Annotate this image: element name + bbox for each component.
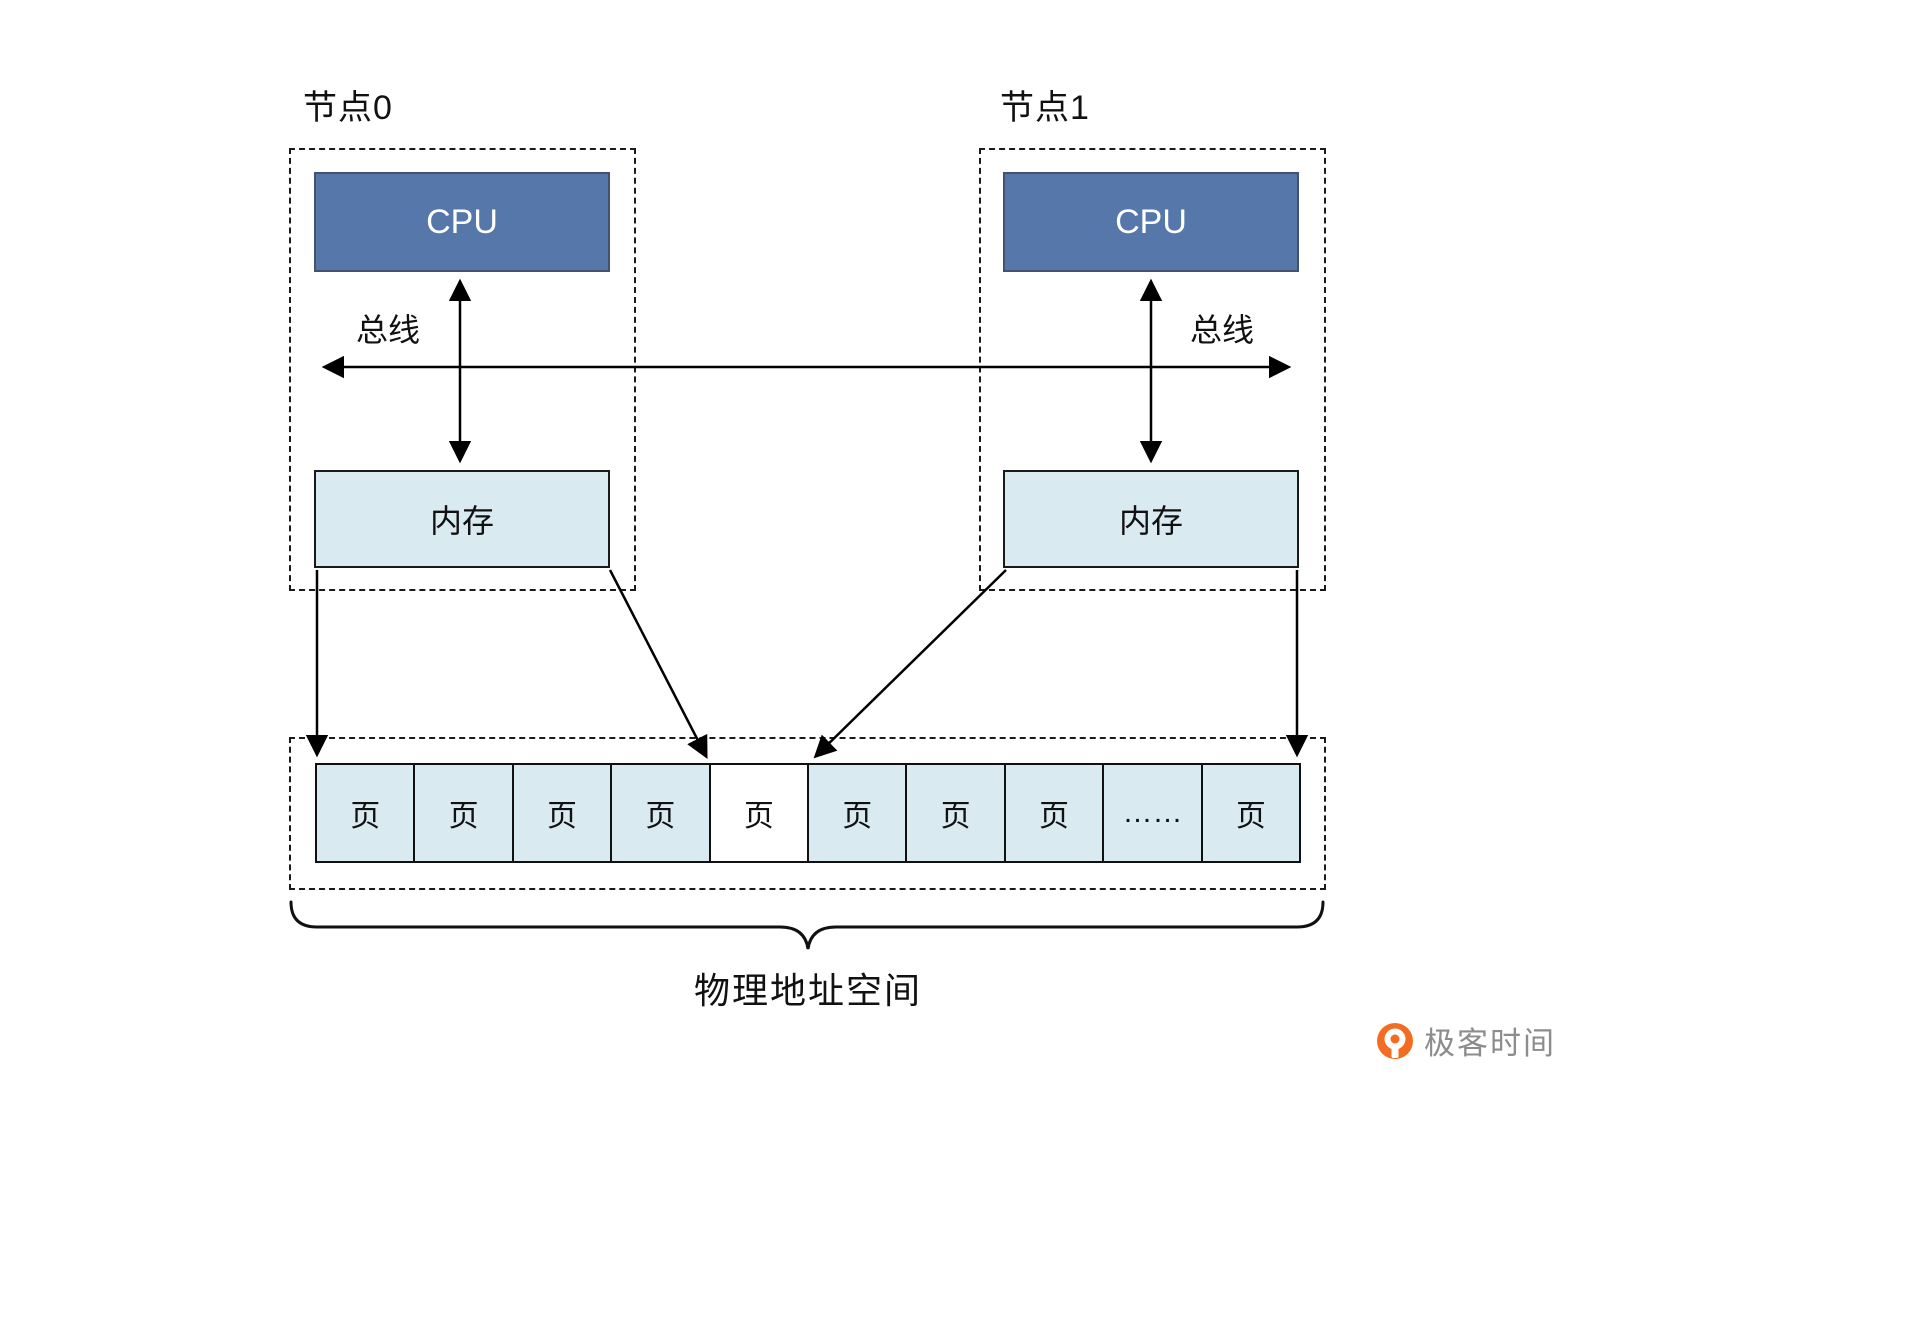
brand-watermark: 极客时间 xyxy=(1376,1018,1556,1063)
physical-memory-boundary xyxy=(289,737,1326,890)
node1-label: 节点1 xyxy=(1000,89,1090,127)
node1-memory-box: 内存 xyxy=(1003,470,1299,568)
node0-memory-right-arrow xyxy=(608,569,708,759)
page-cell: 页 xyxy=(610,763,711,863)
page-cell: 页 xyxy=(511,763,613,863)
node0-bus-label: 总线 xyxy=(356,312,421,348)
page-cell: 页 xyxy=(1003,763,1105,863)
page-cell: 页 xyxy=(1200,763,1302,863)
physical-memory-pages-row: 页 页 页 页 页 页 页 页 …… 页 xyxy=(315,763,1302,863)
physical-address-space-caption: 物理地址空间 xyxy=(693,970,922,1011)
node1-bus-label: 总线 xyxy=(1190,312,1255,348)
geektime-logo-icon xyxy=(1377,1022,1413,1059)
page-cell: 页 xyxy=(807,763,908,863)
node1-memory-left-arrow xyxy=(813,569,1007,759)
page-cell: 页 xyxy=(413,763,514,863)
page-cell: 页 xyxy=(315,763,416,863)
node0-memory-box: 内存 xyxy=(314,470,610,568)
node0-cpu-box: CPU xyxy=(314,172,610,272)
page-cell-free: 页 xyxy=(708,763,810,863)
brand-name: 极客时间 xyxy=(1424,1026,1556,1061)
page-cell-ellipsis: …… xyxy=(1102,763,1203,863)
page-cell: 页 xyxy=(905,763,1006,863)
physical-address-space-brace xyxy=(289,900,1325,950)
node1-cpu-box: CPU xyxy=(1003,172,1299,272)
node0-label: 节点0 xyxy=(303,89,393,127)
